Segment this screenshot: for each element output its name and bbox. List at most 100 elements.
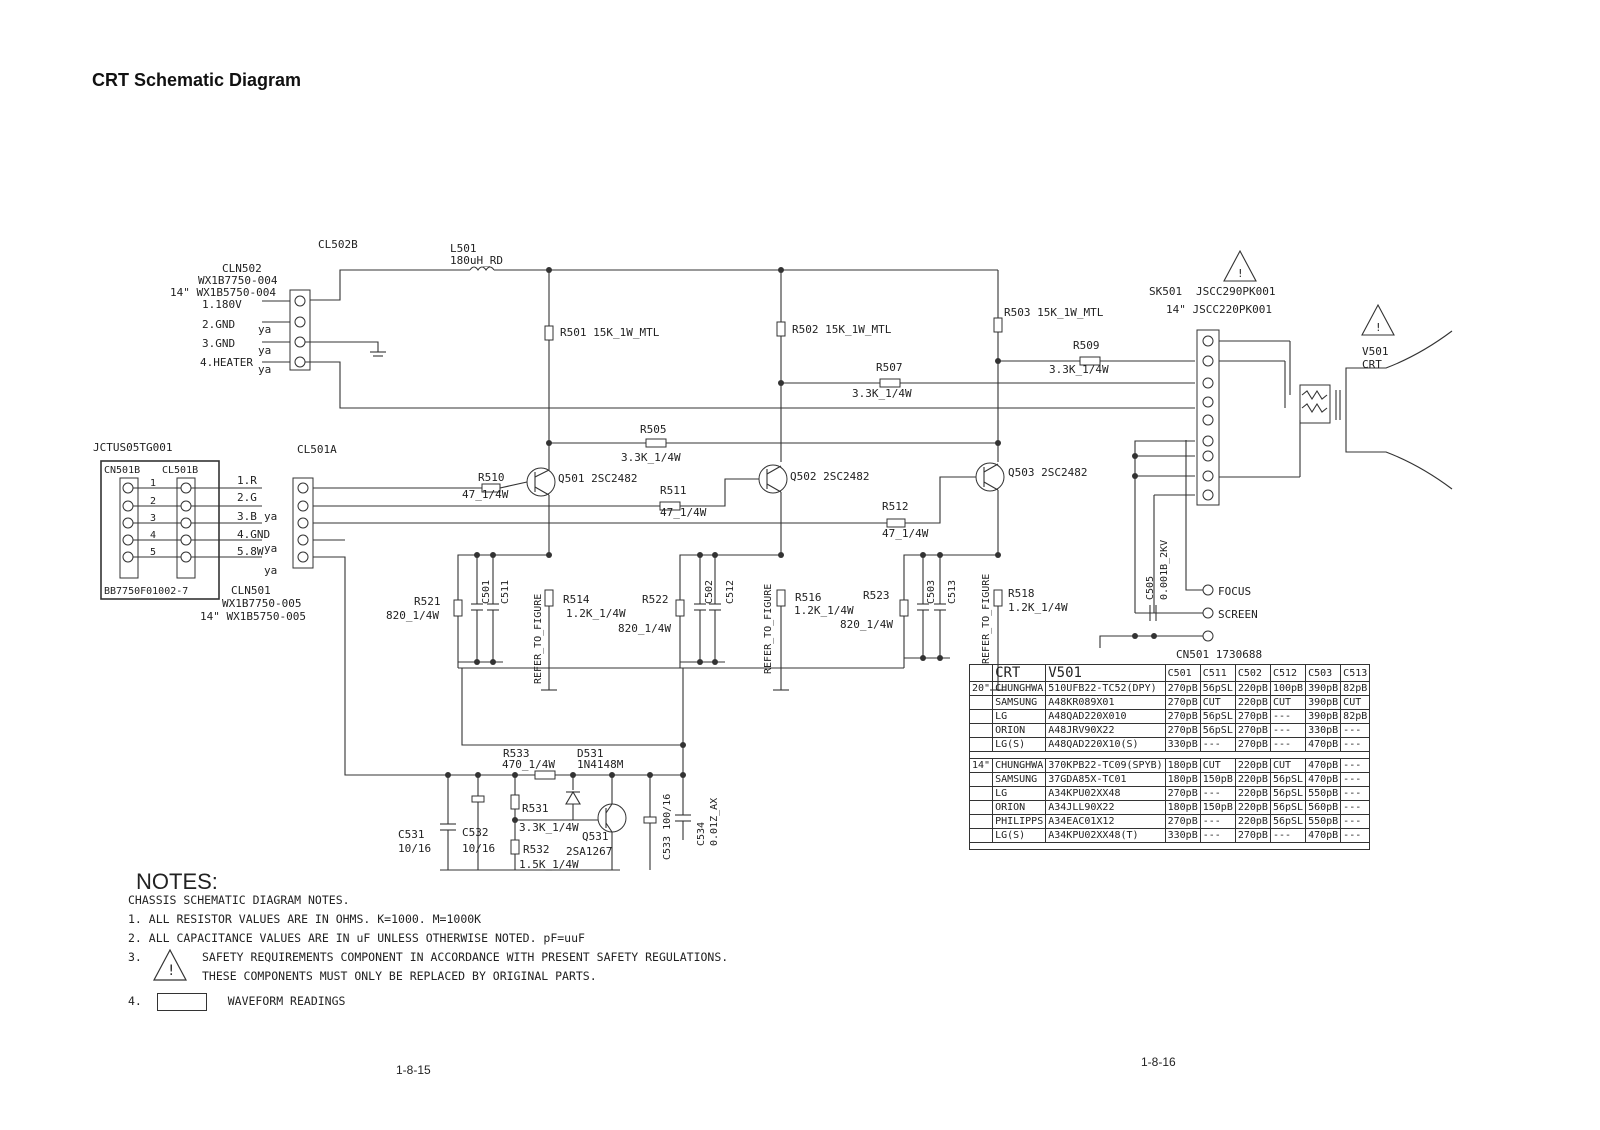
c503-label: C503 xyxy=(926,580,937,604)
r505-value: 3.3K_1/4W xyxy=(621,451,681,464)
q502-transistor xyxy=(758,464,788,555)
table-cell: 220pB xyxy=(1234,681,1271,696)
pin-8w: 5.8W xyxy=(237,545,264,558)
table-cell: 220pB xyxy=(1234,786,1271,801)
page-title: CRT Schematic Diagram xyxy=(92,70,302,90)
note-2: 2. ALL CAPACITANCE VALUES ARE IN uF UNLE… xyxy=(128,931,585,945)
note-3-line-b: THESE COMPONENTS MUST ONLY BE REPLACED B… xyxy=(202,969,597,983)
pin-heater: 4.HEATER xyxy=(200,356,253,369)
cln502-connector xyxy=(262,289,1195,409)
l501-label: L501 xyxy=(450,242,477,255)
table-cell: 470pB xyxy=(1305,737,1342,752)
table-cell: ORION xyxy=(992,800,1047,815)
r518-value: 1.2K_1/4W xyxy=(1008,601,1068,614)
r516-label: R516 xyxy=(795,591,822,604)
r502-label: R502 15K_1W_MTL xyxy=(792,323,892,336)
v501-label: V501 xyxy=(1362,345,1389,358)
refer-label: REFER_TO_FIGURE xyxy=(533,594,544,684)
pin-gnd4: 4.GND xyxy=(237,528,270,541)
table-cell: 56pSL xyxy=(1199,681,1236,696)
q502-label: Q502 2SC2482 xyxy=(790,470,869,483)
cln502-label: CLN502 xyxy=(222,262,262,275)
connector-pin xyxy=(180,551,192,563)
ya-label: ya xyxy=(264,564,277,577)
table-cell: CUT xyxy=(1199,758,1236,773)
table-cell: 150pB xyxy=(1199,772,1236,787)
cln501-label: CLN501 xyxy=(231,584,271,597)
table-cell: --- xyxy=(1340,723,1371,738)
cn501b-label: CN501B xyxy=(104,465,140,476)
notes-intro: CHASSIS SCHEMATIC DIAGRAM NOTES. xyxy=(128,893,350,907)
r521-label: R521 xyxy=(414,595,441,608)
sk501-part2: 14" JSCC220PK001 xyxy=(1166,303,1272,316)
r523-label: R523 xyxy=(863,589,890,602)
c532-value: 10/16 xyxy=(462,842,495,855)
table-cell: CUT xyxy=(1269,695,1307,710)
table-cell: CUT xyxy=(1340,695,1371,710)
d531-label: D531 xyxy=(577,747,604,760)
table-cell: A48JRV90X22 xyxy=(1045,723,1166,738)
note-1: 1. ALL RESISTOR VALUES ARE IN OHMS. K=10… xyxy=(128,912,482,926)
table-row: LG(S)A48QAD220X10(S)330pB---270pB---470p… xyxy=(968,737,1371,752)
page-number-left: 1-8-15 xyxy=(396,1063,431,1077)
d531-value: 1N4148M xyxy=(577,758,624,771)
svg-text:!: ! xyxy=(167,963,175,979)
table-cell: 100pB xyxy=(1269,681,1307,696)
connector-pin xyxy=(297,517,309,529)
r522-value: 820_1/4W xyxy=(618,622,671,635)
table-cell: 550pB xyxy=(1305,814,1342,829)
r533-label: R533 xyxy=(503,747,530,760)
table-cell: 82pB xyxy=(1340,709,1371,724)
table-cell: 220pB xyxy=(1234,772,1271,787)
table-cell: --- xyxy=(1269,723,1307,738)
table-cell: 220pB xyxy=(1234,695,1271,710)
c511-label: C511 xyxy=(500,580,511,604)
q501-transistor xyxy=(526,467,556,555)
table-cell: LG(S) xyxy=(992,737,1047,752)
table-cell: 220pB xyxy=(1234,800,1271,815)
r509-label: R509 xyxy=(1073,339,1100,352)
socket-pin xyxy=(1202,414,1214,426)
pin-number: 2 xyxy=(150,496,156,507)
table-cell: 470pB xyxy=(1305,828,1342,843)
size-cell xyxy=(968,709,994,724)
r531-value: 3.3K_1/4W xyxy=(519,821,579,834)
emitter-network xyxy=(675,552,789,691)
table-cell: 270pB xyxy=(1164,695,1201,710)
connector-pin xyxy=(122,500,134,512)
svg-text:!: ! xyxy=(1375,321,1382,334)
notes-heading: NOTES: xyxy=(136,869,218,894)
table-cell: 56pSL xyxy=(1269,814,1307,829)
triangle-warning-icon: ! xyxy=(1223,249,1257,282)
note-4-text: WAVEFORM READINGS xyxy=(227,994,346,1008)
table-cell: --- xyxy=(1340,786,1371,801)
r509-value: 3.3K_1/4W xyxy=(1049,363,1109,376)
input-lines xyxy=(312,476,976,776)
r514-value: 1.2K_1/4W xyxy=(566,607,626,620)
note-4: 4. WAVEFORM READINGS xyxy=(128,992,728,1014)
table-header-cell: C513 xyxy=(1340,664,1371,682)
c533-label: C533 100/16 xyxy=(662,794,673,860)
table-cell: --- xyxy=(1340,828,1371,843)
crt-tube xyxy=(1219,330,1453,490)
table-spacer xyxy=(968,842,1371,850)
table-cell: A34KPU02XX48(T) xyxy=(1045,828,1166,843)
cl502b-label: CL502B xyxy=(318,238,358,251)
table-cell: --- xyxy=(1340,737,1371,752)
cln502-part1: WX1B7750-004 xyxy=(198,274,278,287)
emitter-networks xyxy=(453,552,1006,691)
r533-value: 470_1/4W xyxy=(502,758,555,771)
output-lines xyxy=(549,356,1195,448)
r510-label: R510 xyxy=(478,471,505,484)
table-cell: 150pB xyxy=(1199,800,1236,815)
size-cell xyxy=(968,800,994,815)
cn501-label: CN501 1730688 xyxy=(1176,648,1262,661)
table-cell: 330pB xyxy=(1164,737,1201,752)
sk501-socket xyxy=(1196,329,1220,506)
table-cell: 270pB xyxy=(1234,709,1271,724)
refer-label: REFER_TO_FIGURE xyxy=(763,584,774,674)
